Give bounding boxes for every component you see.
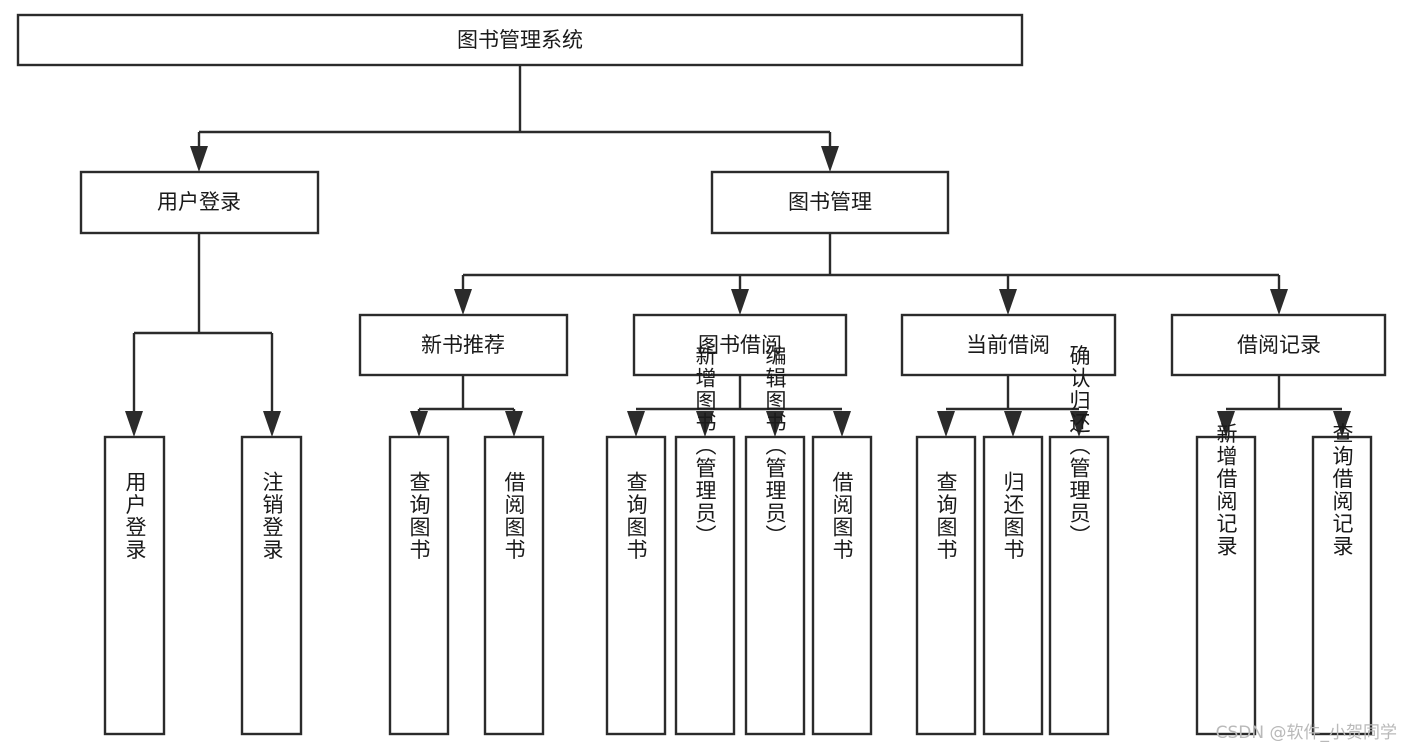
node-borrow-record-label: 借阅记录 bbox=[1237, 333, 1321, 357]
node-current-borrow[interactable]: 当前借阅 bbox=[900, 313, 1117, 377]
arrow-to-leaf-logout bbox=[263, 411, 281, 437]
leaf-borrow-book-add-label: 新增图书（管理员） bbox=[693, 345, 717, 548]
edge-group-book-manage bbox=[454, 233, 1288, 315]
leaf-current-borrow-confirm-box[interactable] bbox=[1048, 435, 1110, 736]
arrow-to-leaf-bb-1 bbox=[627, 411, 645, 437]
leaf-new-book-query-label: 查询图书 bbox=[407, 471, 431, 561]
leaf-current-borrow-confirm[interactable]: 确认归还（管理员） bbox=[1048, 345, 1110, 736]
leaf-borrow-book-query-box[interactable] bbox=[605, 435, 667, 736]
node-borrow-book-box[interactable] bbox=[632, 313, 848, 377]
leaf-user-login-login[interactable]: 用户登录 bbox=[103, 435, 166, 736]
arrow-to-leaf-cb-2 bbox=[1004, 411, 1022, 437]
node-root[interactable]: 图书管理系统 bbox=[16, 13, 1024, 67]
arrow-to-leaf-bb-2 bbox=[696, 411, 714, 437]
arrow-to-leaf-bb-4 bbox=[833, 411, 851, 437]
leaf-borrow-book-query-label: 查询图书 bbox=[624, 471, 648, 561]
arrow-to-leaf-nb-1 bbox=[410, 411, 428, 437]
leaf-borrow-record-query-label: 查询借阅记录 bbox=[1330, 423, 1354, 558]
leaf-borrow-book-borrow-box[interactable] bbox=[811, 435, 873, 736]
node-new-book[interactable]: 新书推荐 bbox=[358, 313, 569, 377]
arrow-to-borrow-book bbox=[731, 289, 749, 315]
node-user-login-label: 用户登录 bbox=[157, 190, 241, 214]
edge-group-borrow-record bbox=[1217, 375, 1351, 437]
edge-group-current-borrow bbox=[937, 375, 1088, 437]
arrow-to-leaf-br-1 bbox=[1217, 411, 1235, 437]
edge-group-borrow-book bbox=[627, 375, 851, 437]
leaf-borrow-record-add-box[interactable] bbox=[1195, 435, 1257, 736]
leaf-user-login-logout[interactable]: 注销登录 bbox=[240, 435, 303, 736]
edge-group-root bbox=[190, 65, 839, 172]
node-book-manage-box[interactable] bbox=[710, 170, 950, 235]
node-current-borrow-box[interactable] bbox=[900, 313, 1117, 377]
leaf-user-login-logout-label: 注销登录 bbox=[260, 471, 284, 561]
node-root-label: 图书管理系统 bbox=[457, 28, 583, 52]
arrow-to-leaf-cb-1 bbox=[937, 411, 955, 437]
leaf-current-borrow-return-box[interactable] bbox=[982, 435, 1044, 736]
node-root-box[interactable] bbox=[16, 13, 1024, 67]
arrow-to-current-borrow bbox=[999, 289, 1017, 315]
leaf-user-login-login-box[interactable] bbox=[103, 435, 166, 736]
arrow-to-leaf-bb-3 bbox=[766, 411, 784, 437]
leaf-borrow-record-add[interactable]: 新增借阅记录 bbox=[1195, 423, 1257, 736]
leaf-borrow-record-add-label: 新增借阅记录 bbox=[1214, 423, 1238, 558]
leaf-borrow-book-add-box[interactable] bbox=[674, 435, 736, 736]
leaf-borrow-book-edit[interactable]: 编辑图书（管理员） bbox=[744, 345, 806, 736]
edge-group-user-login bbox=[125, 233, 281, 437]
node-user-login[interactable]: 用户登录 bbox=[79, 170, 320, 235]
node-user-login-box[interactable] bbox=[79, 170, 320, 235]
arrow-to-leaf-cb-3 bbox=[1070, 411, 1088, 437]
leaf-borrow-book-borrow[interactable]: 借阅图书 bbox=[811, 435, 873, 736]
leaf-user-login-login-label: 用户登录 bbox=[123, 471, 147, 561]
arrow-to-leaf-br-2 bbox=[1333, 411, 1351, 437]
leaf-current-borrow-query-box[interactable] bbox=[915, 435, 977, 736]
arrow-to-leaf-nb-2 bbox=[505, 411, 523, 437]
arrow-to-leaf-user-login bbox=[125, 411, 143, 437]
arrow-to-user-login bbox=[190, 146, 208, 172]
leaf-current-borrow-query-label: 查询图书 bbox=[934, 471, 958, 561]
leaf-new-book-query-box[interactable] bbox=[388, 435, 450, 736]
leaf-borrow-book-query[interactable]: 查询图书 bbox=[605, 435, 667, 736]
node-borrow-record[interactable]: 借阅记录 bbox=[1170, 313, 1387, 377]
leaf-current-borrow-query[interactable]: 查询图书 bbox=[915, 435, 977, 736]
leaf-new-book-borrow-label: 借阅图书 bbox=[502, 471, 526, 561]
leaf-current-borrow-return[interactable]: 归还图书 bbox=[982, 435, 1044, 736]
node-book-manage[interactable]: 图书管理 bbox=[710, 170, 950, 235]
leaf-borrow-book-edit-box[interactable] bbox=[744, 435, 806, 736]
leaf-borrow-book-borrow-label: 借阅图书 bbox=[830, 471, 854, 561]
leaf-current-borrow-confirm-label: 确认归还（管理员） bbox=[1067, 345, 1091, 548]
leaf-borrow-book-edit-label: 编辑图书（管理员） bbox=[763, 345, 787, 548]
leaf-borrow-book-add[interactable]: 新增图书（管理员） bbox=[674, 345, 736, 736]
edge-group-new-book bbox=[410, 375, 523, 437]
node-borrow-record-box[interactable] bbox=[1170, 313, 1387, 377]
arrow-to-new-book bbox=[454, 289, 472, 315]
leaf-user-login-logout-box[interactable] bbox=[240, 435, 303, 736]
node-new-book-label: 新书推荐 bbox=[421, 333, 505, 357]
leaf-new-book-query[interactable]: 查询图书 bbox=[388, 435, 450, 736]
node-borrow-book[interactable]: 图书借阅 bbox=[632, 313, 848, 377]
leaf-current-borrow-return-label: 归还图书 bbox=[1001, 471, 1025, 561]
csdn-watermark: CSDN @软件_小贺同学 bbox=[1215, 723, 1397, 743]
node-book-manage-label: 图书管理 bbox=[788, 190, 872, 214]
node-current-borrow-label: 当前借阅 bbox=[966, 333, 1050, 357]
arrow-to-book-manage bbox=[821, 146, 839, 172]
node-borrow-book-label: 图书借阅 bbox=[698, 333, 782, 357]
leaf-new-book-borrow[interactable]: 借阅图书 bbox=[483, 435, 545, 736]
leaf-borrow-record-query-box[interactable] bbox=[1311, 435, 1373, 736]
arrow-to-borrow-record bbox=[1270, 289, 1288, 315]
leaf-borrow-record-query[interactable]: 查询借阅记录 bbox=[1311, 423, 1373, 736]
leaf-new-book-borrow-box[interactable] bbox=[483, 435, 545, 736]
node-new-book-box[interactable] bbox=[358, 313, 569, 377]
